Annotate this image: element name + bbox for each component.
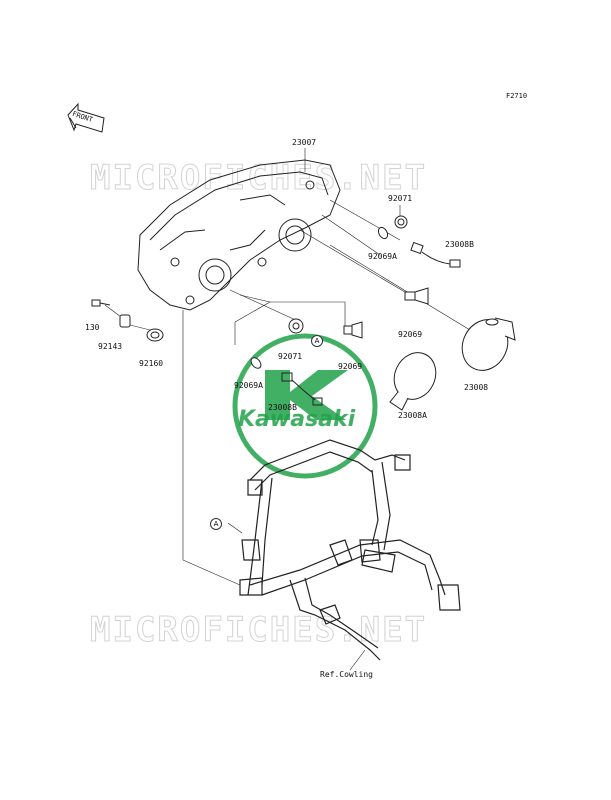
kawasaki-logo [232, 333, 378, 479]
watermark-top: MICROFICHES.NET [89, 158, 428, 199]
socket-92071-top [394, 215, 408, 229]
part-label-23008B-mid: 23008B [268, 403, 297, 412]
part-label-130: 130 [85, 323, 100, 332]
callout-a-lower: A [210, 518, 222, 530]
bolt-130 [91, 299, 111, 307]
ref-cowling-note: Ref.Cowling [320, 670, 373, 679]
part-label-23008: 23008 [464, 383, 489, 392]
bulb-92069A-mid [250, 357, 262, 369]
socket-92071-mid [288, 318, 304, 334]
watermark-bottom: MICROFICHES.NET [89, 610, 428, 651]
part-label-23008A: 23008A [398, 411, 427, 420]
collar-92143 [119, 314, 131, 328]
part-label-23008B-top: 23008B [445, 240, 474, 249]
part-label-92071-mid: 92071 [278, 352, 303, 361]
socket-23008B-mid [281, 372, 323, 406]
headlight-assembly-23007 [137, 159, 341, 311]
socket-23008B-top [410, 241, 461, 268]
part-label-23007: 23007 [292, 138, 317, 147]
grommet-92160 [146, 328, 164, 342]
callout-a-upper: A [311, 335, 323, 347]
part-label-92069A-mid: 92069A [234, 381, 263, 390]
cover-23008 [461, 317, 516, 371]
part-label-92069-mid: 92069 [338, 362, 363, 371]
bulb-92069-right [404, 287, 429, 305]
front-arrow-icon [67, 102, 105, 133]
cover-23008A [389, 352, 437, 411]
part-label-92069A-top: 92069A [368, 252, 397, 261]
headlight-bracket [239, 439, 461, 661]
figure-code: F2710 [506, 92, 528, 100]
part-label-92069-right: 92069 [398, 330, 423, 339]
bulb-92069-mid [343, 321, 363, 339]
bulb-92069A-top [377, 226, 389, 240]
brand-text: Kawasaki [238, 407, 356, 432]
leader-lines [104, 148, 471, 671]
part-label-92143: 92143 [98, 342, 123, 351]
part-label-92160: 92160 [139, 359, 164, 368]
part-label-92071-top: 92071 [388, 194, 413, 203]
